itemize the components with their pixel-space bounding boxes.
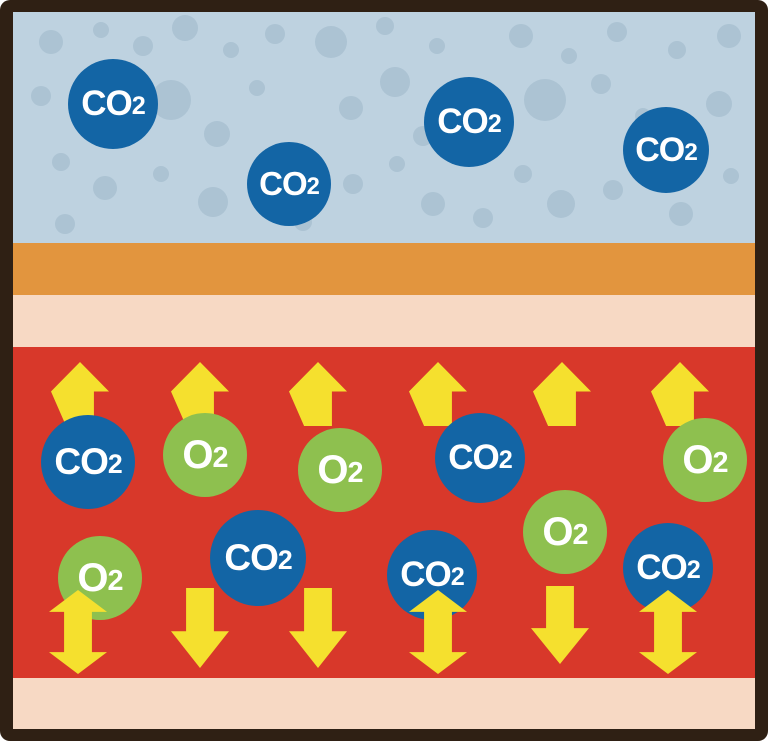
molecule-label-sub: 2 [684, 138, 698, 166]
molecule-label-sub: 2 [498, 446, 513, 475]
air-bubble [249, 80, 265, 96]
molecule-label-sub: 2 [306, 172, 320, 200]
molecule-label: CO [259, 165, 307, 202]
molecule-label-sub: 2 [686, 556, 701, 585]
air-bubble [39, 30, 63, 54]
molecule-label: CO [636, 548, 687, 587]
air-bubble [315, 26, 347, 58]
molecule-label-sub: 2 [107, 449, 123, 480]
molecule-label: O [542, 509, 573, 554]
molecule-label: CO [224, 537, 278, 578]
air-bubble [153, 166, 169, 182]
air-bubble [198, 187, 228, 217]
air-bubble [172, 15, 198, 41]
air-bubble [93, 176, 117, 200]
air-bubble [421, 192, 445, 216]
molecule-label: CO [54, 441, 108, 482]
air-bubble [706, 91, 732, 117]
air-bubble [265, 24, 285, 44]
molecule-label-sub: 2 [277, 545, 293, 576]
molecule-label: O [182, 432, 213, 477]
molecule-label: CO [635, 130, 685, 169]
air-bubble [723, 168, 739, 184]
air-bubble [429, 38, 445, 54]
air-bubble [343, 174, 363, 194]
air-bubble [668, 41, 686, 59]
air-bubble [31, 86, 51, 106]
air-bubble [223, 42, 239, 58]
air-bubble [603, 180, 623, 200]
tissue-layer [13, 678, 755, 729]
molecule-label: CO [448, 438, 499, 477]
blood-layer [13, 347, 755, 678]
molecule-label-sub: 2 [131, 92, 146, 121]
membrane-inner-layer [13, 295, 755, 347]
molecule-label: O [682, 437, 713, 482]
molecule-label-sub: 2 [347, 456, 364, 489]
air-bubble [52, 153, 70, 171]
air-bubble [473, 208, 493, 228]
air-bubble [55, 214, 75, 234]
air-bubble [717, 24, 741, 48]
molecule-label: CO [81, 84, 132, 123]
air-bubble [524, 79, 566, 121]
air-bubble [607, 22, 627, 42]
molecule-label-sub: 2 [107, 564, 124, 597]
molecule-label: CO [437, 102, 488, 141]
air-bubble [380, 67, 410, 97]
air-bubble [591, 74, 611, 94]
air-bubble [561, 48, 577, 64]
molecule-label: O [317, 447, 348, 492]
molecule-label-sub: 2 [572, 518, 589, 551]
air-bubble [669, 202, 693, 226]
membrane-orange-layer [13, 243, 755, 295]
molecule-label-sub: 2 [450, 563, 465, 592]
molecule-label-sub: 2 [212, 441, 229, 474]
air-bubble [93, 22, 109, 38]
air-bubble [204, 121, 230, 147]
air-bubble [376, 17, 394, 35]
molecule-label-sub: 2 [712, 446, 729, 479]
molecule-label: CO [400, 555, 451, 594]
air-bubble [547, 190, 575, 218]
molecule-label-sub: 2 [487, 110, 502, 139]
air-bubble [339, 96, 363, 120]
air-bubble [133, 36, 153, 56]
air-bubble [389, 156, 405, 172]
air-bubble [514, 165, 532, 183]
molecule-label: O [77, 555, 108, 600]
air-bubble [509, 24, 533, 48]
